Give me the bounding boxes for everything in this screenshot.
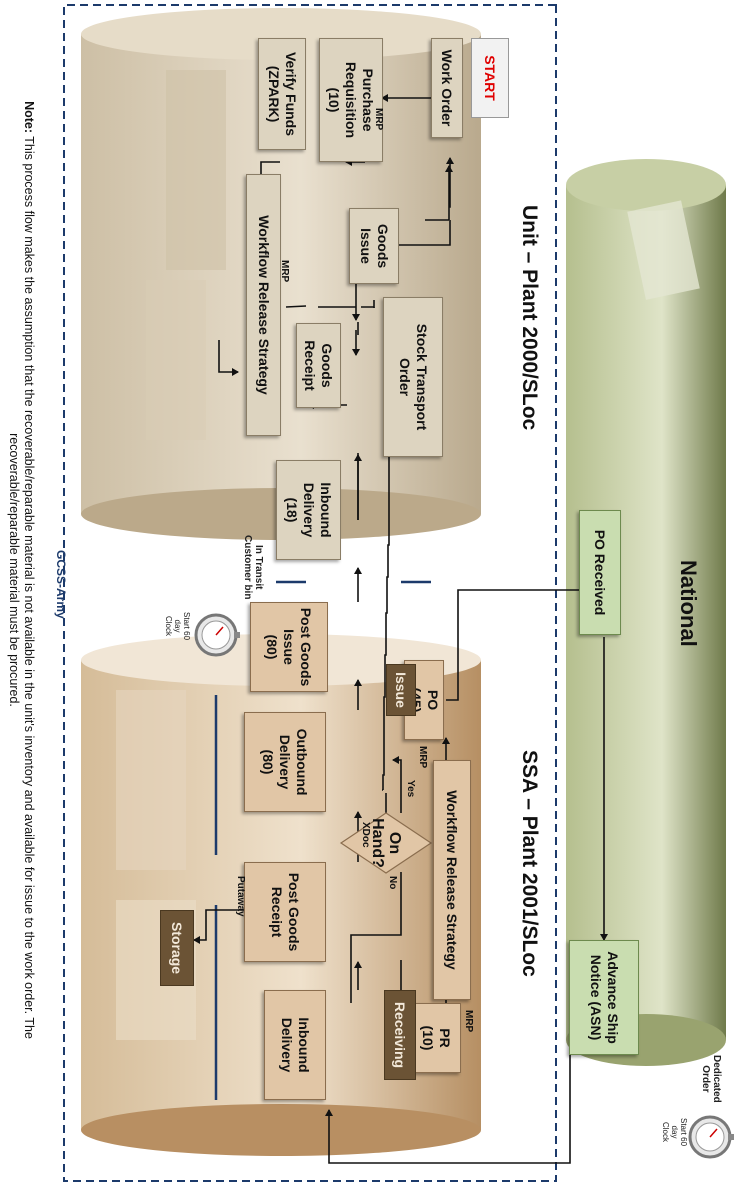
asn-node: Advance Ship Notice (ASN): [569, 940, 639, 1055]
unit-inbound-delivery-node: Inbound Delivery (18): [276, 460, 341, 560]
clock-label-2: Start 60 day Clock: [661, 1118, 688, 1147]
no-label: No: [387, 876, 398, 890]
note-text: This process flow makes the assumption t…: [7, 136, 36, 1039]
mrp-label-unit-workflow: MRP: [279, 260, 290, 283]
xdoc-label: XDoc: [360, 822, 371, 848]
note-label: Note:: [22, 101, 36, 134]
national-title: National: [676, 560, 701, 647]
po-received-node: PO Received: [579, 510, 621, 635]
unit-workflow-node: Workflow Release Strategy: [246, 174, 281, 436]
receiving-area: Receiving: [384, 990, 416, 1080]
on-hand-diamond: [339, 812, 433, 874]
outbound-delivery-node: Outbound Delivery (80): [244, 712, 326, 812]
unit-title: Unit – Plant 2000/SLoc: [518, 205, 541, 431]
yes-label: Yes: [405, 780, 416, 798]
goods-issue-node: Goods Issue: [349, 208, 399, 284]
ssa-inbound-delivery-node: Inbound Delivery: [264, 990, 326, 1100]
post-goods-receipt-node: Post Goods Receipt: [244, 862, 326, 962]
purchase-requisition-node: Purchase Requisition (10): [319, 38, 383, 162]
storage-area: Storage: [160, 910, 194, 986]
post-goods-issue-node: Post Goods Issue (80): [250, 602, 328, 692]
mrp-label-ssa-po: MRP: [417, 746, 428, 769]
clock-label-1: Start 60 day Clock: [164, 612, 191, 641]
stock-transport-order-node: Stock Transport Order: [383, 297, 443, 457]
verify-funds-node: Verify Funds (ZPARK): [258, 38, 306, 150]
work-order-node: Work Order: [431, 38, 463, 138]
stopwatch-icon: [688, 1115, 734, 1159]
start-node: START: [471, 38, 509, 118]
gcss-army-frame: [63, 4, 557, 1182]
mrp-label-unit-pr: MRP: [373, 108, 384, 131]
issue-area: Issue: [386, 664, 416, 716]
ssa-workflow-node: Workflow Release Strategy: [433, 760, 471, 1000]
footnote: Note: This process flow makes the assump…: [6, 60, 36, 1080]
pr-node: PR (10): [411, 1003, 461, 1073]
ssa-title: SSA – Plant 2001/SLoc: [518, 750, 541, 977]
goods-receipt-node: Goods Receipt: [296, 323, 341, 408]
gcss-army-label: GCSS-Army: [54, 550, 68, 619]
dedicated-order-label: Dedicated Order: [700, 1055, 722, 1103]
in-transit-label: In Transit Customer bin: [242, 535, 264, 600]
putaway-label: Putaway: [235, 876, 246, 917]
mrp-label-ssa-pr: MRP: [463, 1010, 474, 1033]
stopwatch-icon: [194, 613, 240, 657]
